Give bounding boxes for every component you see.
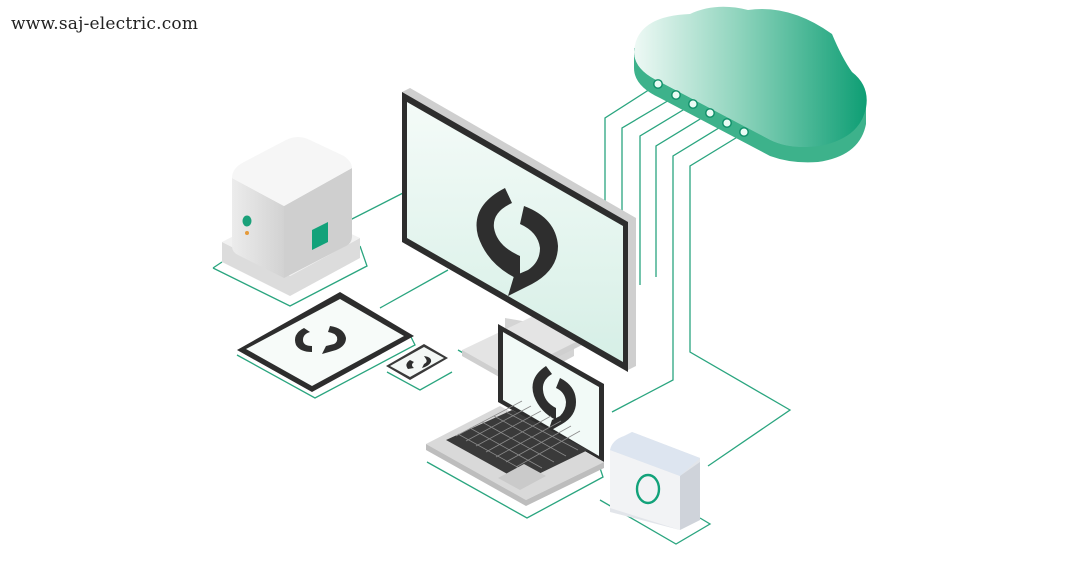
link-tablet-monitor [379, 269, 449, 309]
tablet-footprint [236, 334, 416, 399]
link-cloud-router [689, 132, 792, 467]
link-inverter-monitor [349, 191, 406, 221]
router-footprint [599, 499, 712, 545]
router-icon [610, 432, 700, 530]
laptop-icon [426, 324, 604, 506]
phone-footprint [386, 371, 453, 391]
watermark-text: www.saj-electric.com [11, 14, 199, 34]
inverter-icon [222, 137, 360, 296]
cloud-port-5 [722, 118, 732, 128]
link-cloud-laptop [611, 122, 728, 413]
cloud-port-4 [705, 108, 715, 118]
brand-logo-laptop [532, 366, 576, 432]
laptop-footprint [426, 461, 604, 519]
link-cloud-monitor-4 [655, 112, 711, 277]
inverter-footprint [212, 245, 368, 307]
cloud-ports [653, 79, 749, 137]
cloud-port-3 [688, 99, 698, 109]
cloud-port-2 [671, 90, 681, 100]
cloud-port-1 [653, 79, 663, 89]
phone-icon [386, 344, 448, 380]
cloud-icon [634, 6, 867, 163]
cloud-port-6 [739, 127, 749, 137]
link-cloud-monitor-3 [639, 103, 694, 285]
brand-logo-monitor [476, 188, 558, 296]
tablet-icon [237, 292, 414, 392]
monitor-icon [402, 88, 636, 382]
